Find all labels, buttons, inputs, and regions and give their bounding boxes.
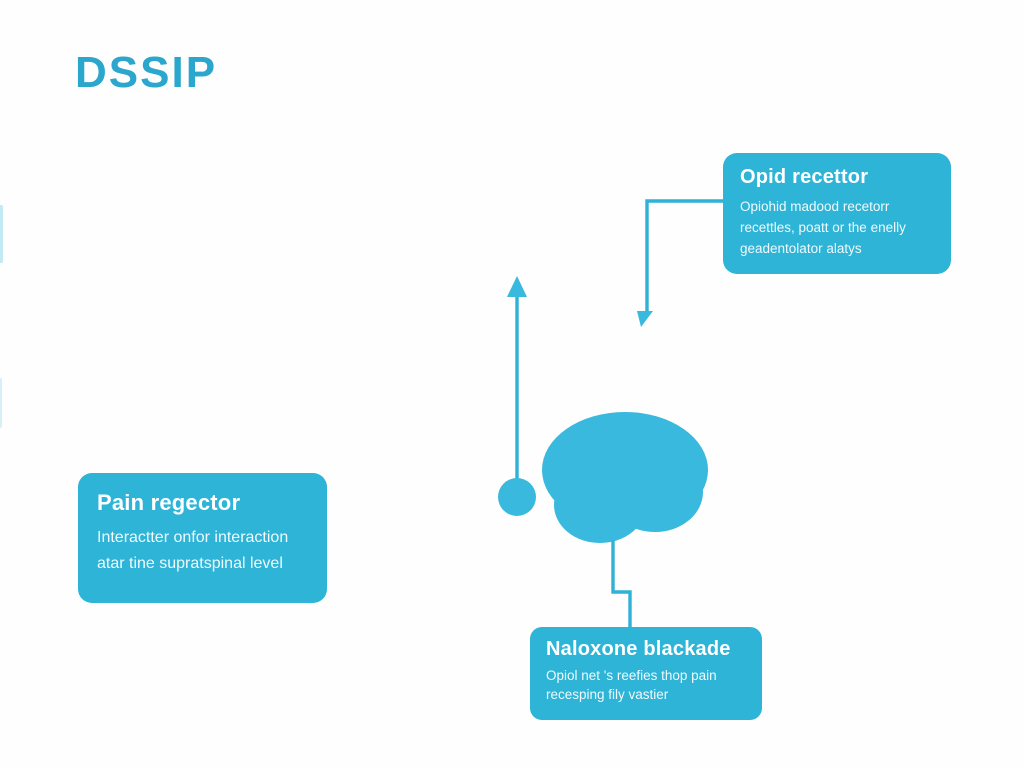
body-line: atar tine supratspinal level: [97, 555, 283, 572]
left-edge-fragment-icon: [0, 205, 3, 428]
body-line: recettles, poatt or the enelly: [740, 220, 906, 235]
body-line: recesping fily vastier: [546, 687, 669, 702]
node-opioid-title: Opid recettor: [740, 166, 869, 188]
node-pain-title: Pain regector: [97, 490, 241, 515]
node-pain-body: Interactter onfor interaction atar tine …: [97, 525, 308, 577]
signal-dot-icon: [498, 478, 536, 516]
page-title: DSSIP: [75, 48, 218, 97]
node-naloxone-title: Naloxone blackade: [546, 638, 731, 660]
node-opioid-receptor: Opid recettor Opiohid madood recetorr re…: [723, 153, 951, 274]
body-line: geadentolator alatys: [740, 241, 862, 256]
body-line: Interactter onfor interaction: [97, 529, 289, 546]
node-opioid-body: Opiohid madood recetorr recettles, poatt…: [740, 196, 934, 259]
elbow-connector-opioid: [637, 199, 723, 327]
brain-icon: [542, 412, 708, 543]
brain-stem-connector: [611, 540, 632, 628]
body-line: Opiol net 's reefies thop pain: [546, 668, 717, 683]
node-naloxone-blockade: Naloxone blackade Opiol net 's reefies t…: [530, 627, 762, 720]
node-naloxone-body: Opiol net 's reefies thop pain recesping…: [546, 666, 746, 704]
up-arrow-icon: [507, 276, 527, 480]
down-arrowhead-icon: [637, 311, 653, 327]
node-pain-receptor: Pain regector Interactter onfor interact…: [78, 473, 327, 603]
body-line: Opiohid madood recetorr: [740, 199, 890, 214]
